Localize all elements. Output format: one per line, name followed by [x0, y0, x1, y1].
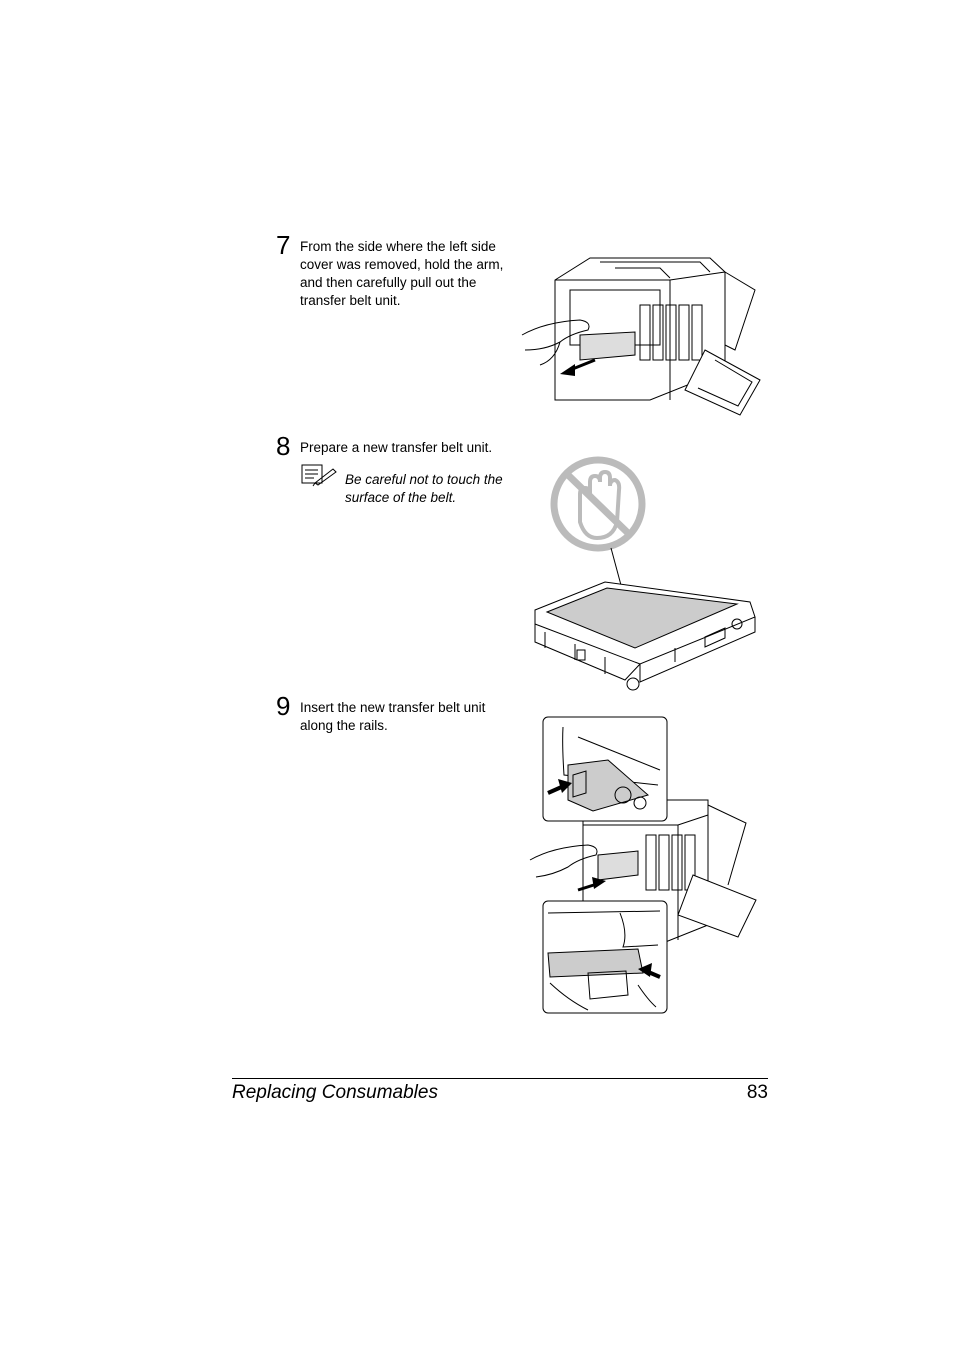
- step-7-number: 7: [276, 230, 291, 260]
- step-8-text: Prepare a new transfer belt unit.: [300, 440, 493, 455]
- step-8-note: Be careful not to touch the surface of t…: [345, 472, 503, 505]
- printer-pull-belt-illustration: [521, 257, 761, 416]
- no-touch-icon: [550, 456, 646, 552]
- step-8-number: 8: [276, 431, 291, 461]
- step-9-text: Insert the new transfer belt unit along …: [300, 700, 486, 733]
- footer-page-number: 83: [746, 1082, 768, 1103]
- footer-section-title: Replacing Consumables: [232, 1082, 438, 1103]
- step-9-number: 9: [276, 691, 291, 721]
- note-pencil-icon: [301, 464, 337, 487]
- step-7-text: From the side where the left side cover …: [300, 239, 504, 308]
- insert-belt-along-rails-illustration: [529, 716, 757, 1014]
- footer-rule: [232, 1078, 768, 1079]
- transfer-belt-unit-illustration: [534, 456, 756, 691]
